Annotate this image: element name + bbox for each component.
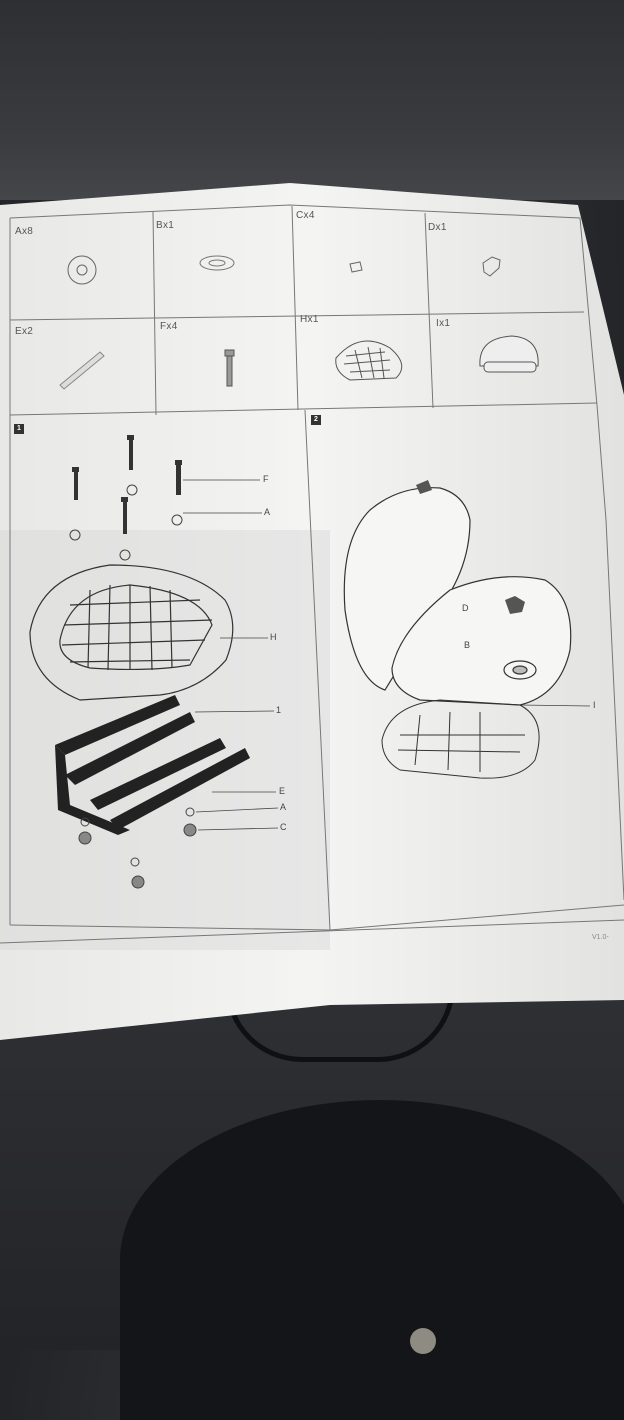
part-h-rack-icon [335,340,403,381]
sheet-grid [0,204,624,944]
part-label-b: Bx1 [156,220,175,231]
instruction-sheet [0,183,624,1040]
callout-c: C [280,822,287,832]
callout-a-top: A [264,507,271,517]
step-1-badge: 1 [14,424,24,434]
version-label: V1.0- [592,934,609,941]
part-label-d: Dx1 [428,222,447,233]
step1-bolts [72,435,182,534]
part-d-knob-icon [482,256,501,277]
paper-shadow-left [0,530,330,950]
part-label-c: Cx4 [296,210,315,221]
step-2-badge: 2 [311,415,321,425]
callout-a-bottom: A [280,802,287,812]
step2-rack [381,699,540,779]
step2-box-lid [343,487,471,691]
part-f-bolt-icon [224,349,235,387]
part-label-h: Hx1 [300,314,319,325]
callout-f: F [263,474,269,484]
step1-nuts [78,807,197,889]
callout-h: H [270,632,277,642]
part-c-nut-icon [349,261,363,273]
part-i-box-icon [479,335,539,373]
callout-leaders [183,479,591,831]
part-label-e: Ex2 [15,326,34,337]
step2-box-base [391,576,572,706]
part-e-strip-icon [59,351,105,390]
part-b-washer-icon [199,255,235,271]
step2-knob [416,480,525,614]
part-label-i: Ix1 [436,318,451,329]
background-top [0,0,624,200]
callout-e: E [279,786,286,796]
part-label-a: Ax8 [15,226,34,237]
part-a-washer-icon [67,255,97,285]
callout-i: I [593,700,596,710]
step1-bracket [55,695,250,835]
step1-rack-plate [29,564,234,701]
step1-washers [69,484,183,561]
callout-b: B [464,640,471,650]
part-label-f: Fx4 [160,321,178,332]
callout-d: D [462,603,469,613]
callout-1: 1 [276,705,282,715]
